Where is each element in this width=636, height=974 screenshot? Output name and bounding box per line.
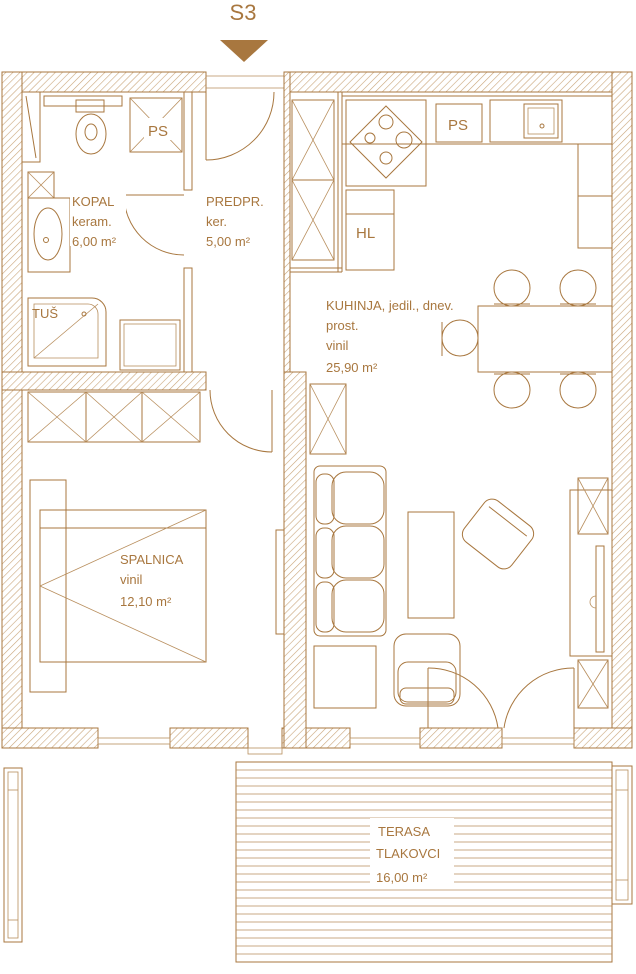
dining-set xyxy=(441,269,613,409)
entrance-marker-icon xyxy=(220,40,268,62)
ps-bathroom-label: PS xyxy=(148,123,168,140)
svg-text:5,00 m²: 5,00 m² xyxy=(206,234,251,249)
bed-icon xyxy=(29,479,207,693)
sink-icon xyxy=(27,197,71,273)
bottom-windows xyxy=(97,737,575,755)
hl-label: HL xyxy=(356,225,375,242)
svg-text:keram.: keram. xyxy=(72,214,112,229)
sofa-icon xyxy=(313,465,387,637)
chair-icon xyxy=(493,269,531,307)
svg-text:16,00 m²: 16,00 m² xyxy=(376,870,428,885)
kitchen-fixtures: PS HL xyxy=(291,95,613,271)
shower-label: TUŠ xyxy=(32,306,58,321)
svg-text:25,90 m²: 25,90 m² xyxy=(326,360,378,375)
living-furniture xyxy=(309,383,613,709)
svg-text:KUHINJA, jedil., dnev.: KUHINJA, jedil., dnev. xyxy=(326,298,454,313)
room-label-kuhinja: KUHINJA, jedil., dnev. prost. vinil 25,9… xyxy=(326,298,454,375)
svg-text:TERASA: TERASA xyxy=(378,824,430,839)
shower-icon xyxy=(27,297,107,367)
svg-text:ker.: ker. xyxy=(206,214,227,229)
stove-icon xyxy=(345,99,427,187)
room-label-predprostor: PREDPR. ker. 5,00 m² xyxy=(206,194,264,249)
room-label-kopalnica: KOPAL keram. 6,00 m² xyxy=(70,190,126,249)
svg-text:vinil: vinil xyxy=(120,572,143,587)
chair-icon xyxy=(559,269,597,307)
chair-icon xyxy=(441,319,479,357)
unit-label: S3 xyxy=(230,0,257,25)
svg-text:6,00 m²: 6,00 m² xyxy=(72,234,117,249)
bathroom-fixtures: PS TUŠ xyxy=(21,91,183,371)
armchair-icon xyxy=(393,633,461,707)
terrace xyxy=(3,761,633,963)
doors xyxy=(123,91,575,729)
exterior-walls xyxy=(1,71,633,749)
interior-walls xyxy=(1,71,343,749)
ps-kitchen-label: PS xyxy=(448,117,468,134)
room-labels: KOPAL keram. 6,00 m² PREDPR. ker. 5,00 m… xyxy=(70,190,454,888)
chair-icon xyxy=(559,371,597,409)
room-label-spalnica: SPALNICA vinil 12,10 m² xyxy=(120,552,184,609)
svg-text:vinil: vinil xyxy=(326,338,349,353)
svg-text:PREDPR.: PREDPR. xyxy=(206,194,264,209)
kitchen-sink-icon xyxy=(489,99,563,143)
armchair-icon xyxy=(461,498,535,570)
bedroom-furniture xyxy=(27,391,207,693)
svg-text:prost.: prost. xyxy=(326,318,359,333)
toilet-icon xyxy=(75,99,107,155)
svg-text:KOPAL: KOPAL xyxy=(72,194,114,209)
svg-text:SPALNICA: SPALNICA xyxy=(120,552,184,567)
svg-text:TLAKOVCI: TLAKOVCI xyxy=(376,846,440,861)
chair-icon xyxy=(493,371,531,409)
svg-text:12,10 m²: 12,10 m² xyxy=(120,594,172,609)
room-label-terasa: TERASA TLAKOVCI 16,00 m² xyxy=(370,818,454,888)
